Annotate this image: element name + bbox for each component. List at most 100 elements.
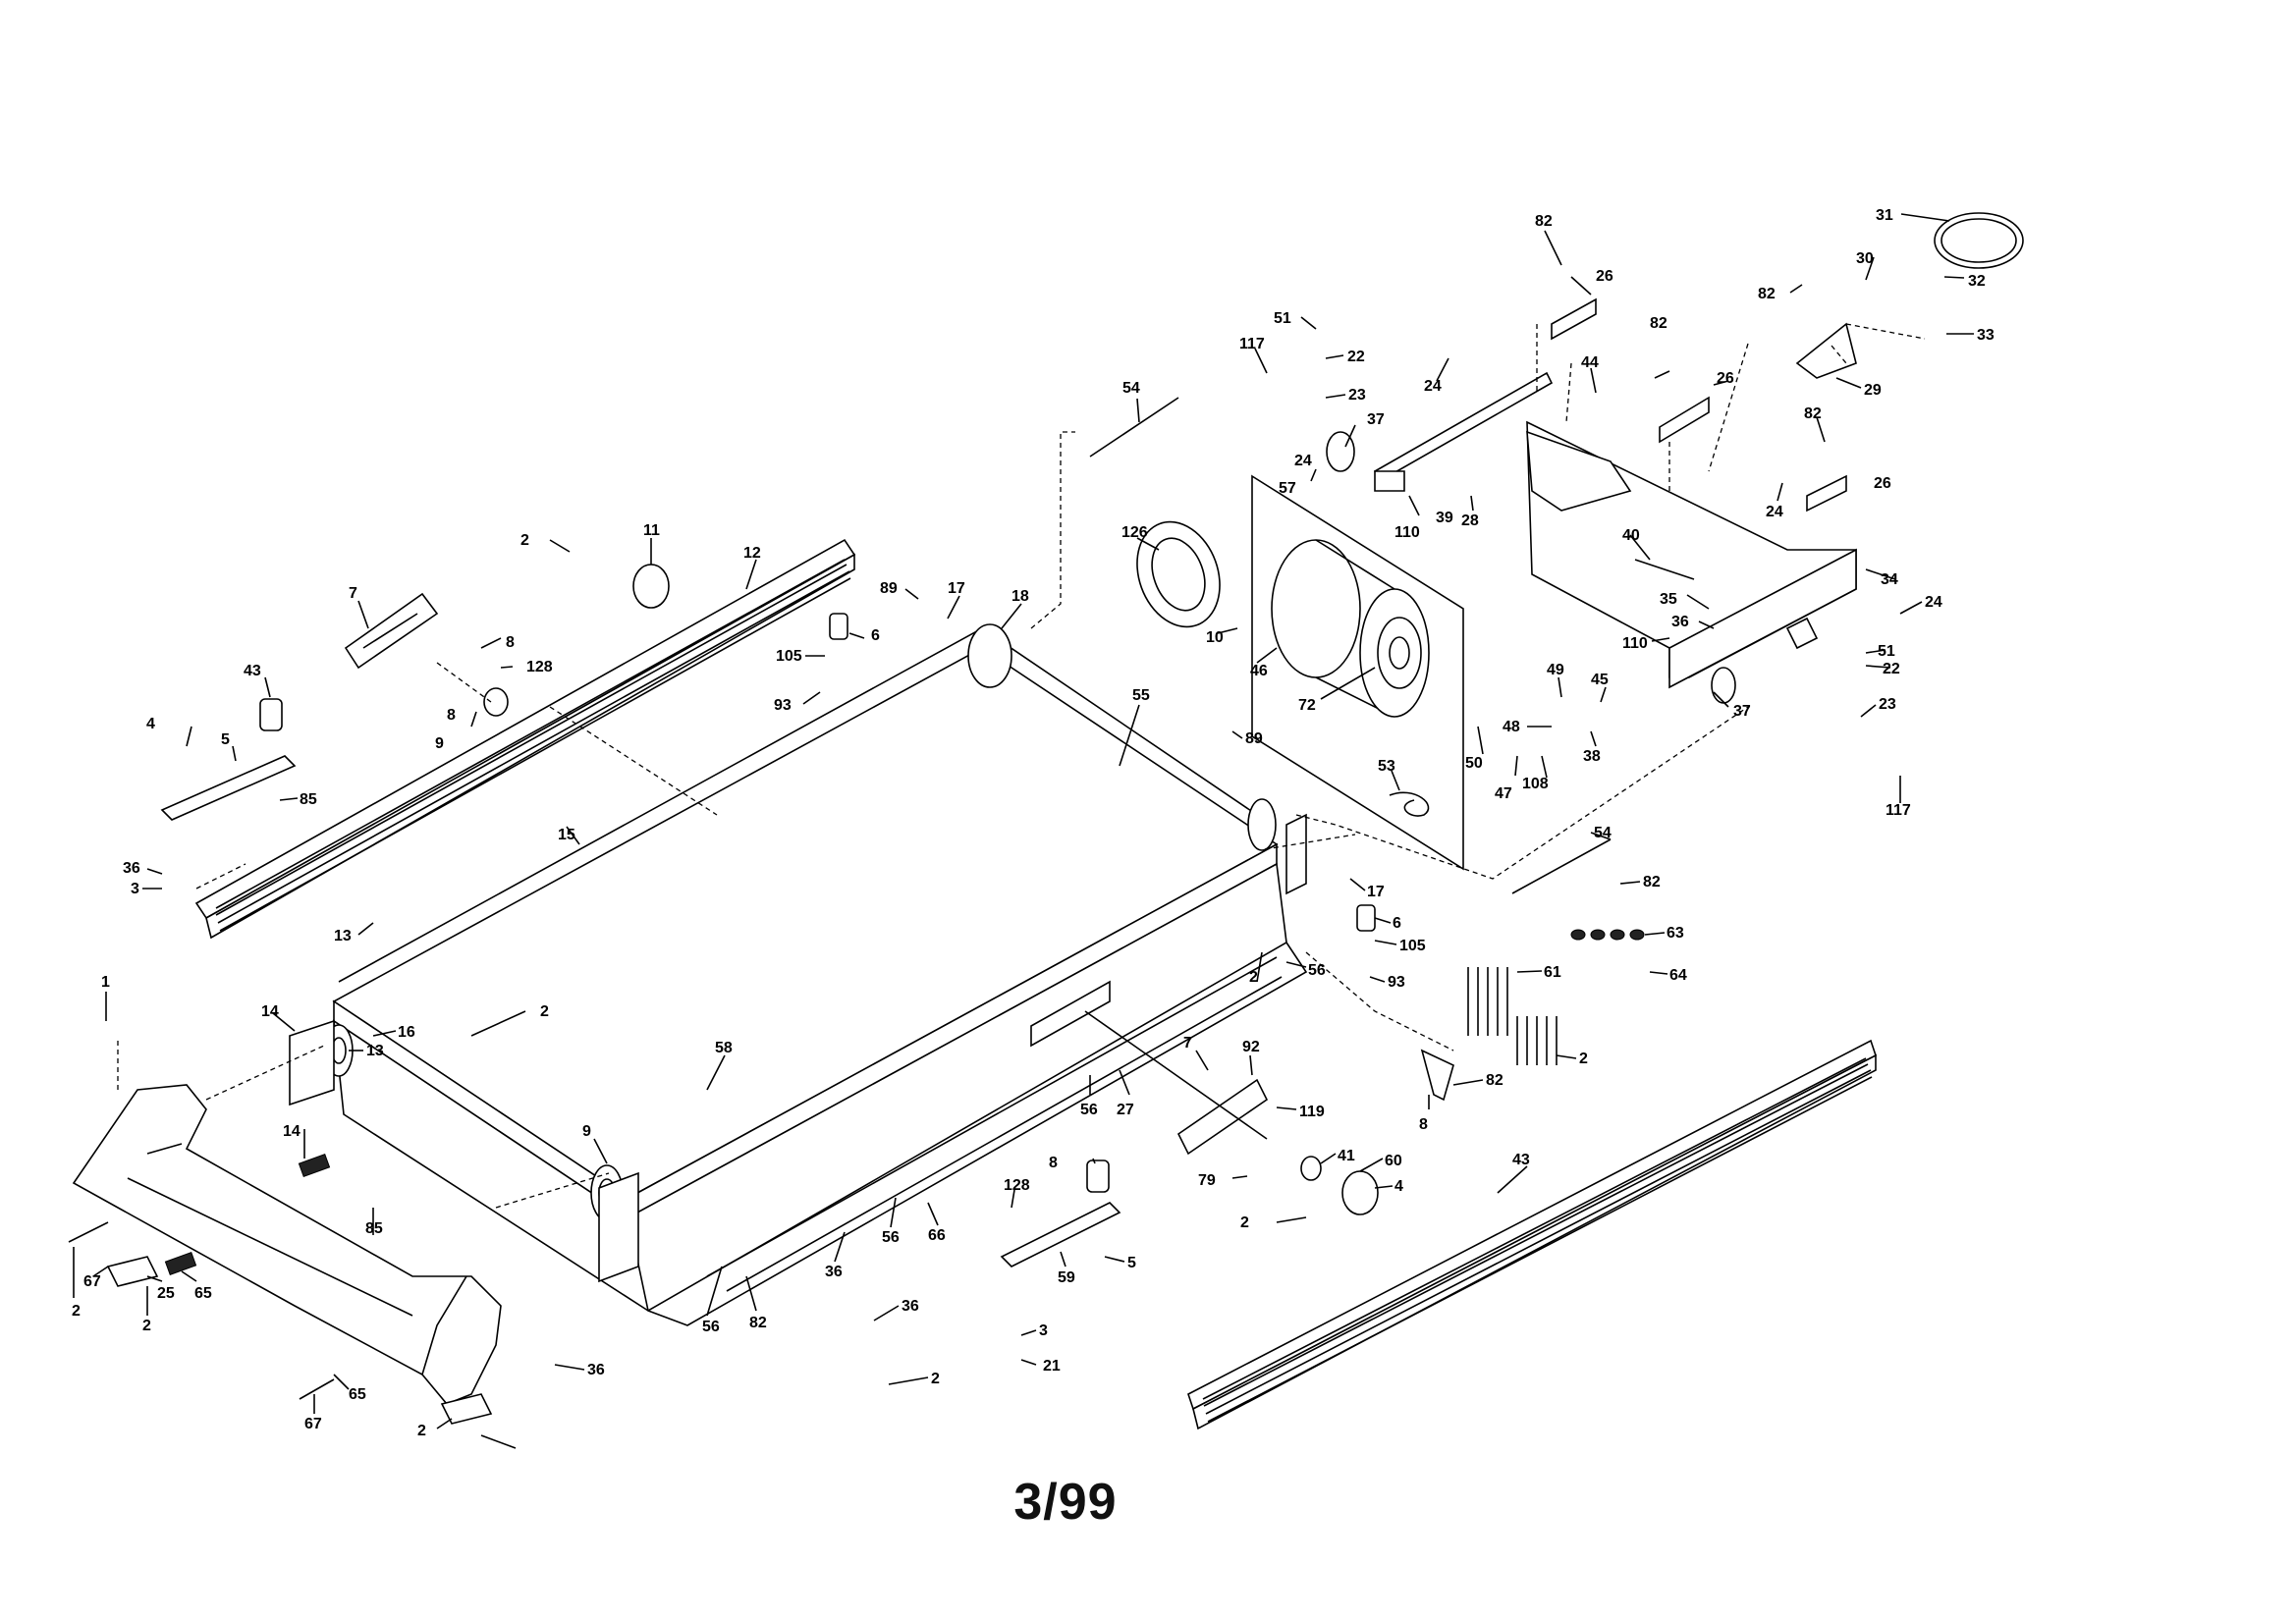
- part-label: 5: [1127, 1255, 1136, 1271]
- leader-lines: [73, 213, 1974, 1449]
- part-label: 7: [1183, 1035, 1192, 1052]
- part-label: 82: [1535, 213, 1553, 230]
- part-label: 24: [1766, 504, 1783, 520]
- part-label: 2: [142, 1318, 151, 1334]
- part-label: 82: [1804, 405, 1822, 422]
- part-labels: 82 26 31 30 82 32 33 29 51 22 117 23 24 …: [72, 207, 1995, 1439]
- part-label: 79: [1198, 1172, 1216, 1189]
- part-label: 82: [1650, 315, 1667, 332]
- part-label: 6: [871, 627, 880, 644]
- part-label: 2: [540, 1003, 549, 1020]
- part-label: 32: [1968, 273, 1986, 290]
- part-label: 11: [643, 522, 660, 539]
- part-label: 82: [1643, 874, 1661, 890]
- part-label: 110: [1622, 635, 1648, 652]
- left-side-rail: [194, 538, 856, 940]
- part-label: 93: [774, 697, 792, 714]
- part-label: 65: [349, 1386, 366, 1403]
- part-label: 43: [1512, 1152, 1530, 1168]
- part-label: 108: [1522, 776, 1549, 792]
- assembly-guide-lines: [117, 323, 1926, 1209]
- part-label: 54: [1594, 825, 1612, 841]
- part-label: 3: [131, 881, 139, 897]
- part-label: 119: [1299, 1104, 1325, 1120]
- part-label: 36: [1671, 614, 1689, 630]
- part-label: 53: [1378, 758, 1395, 775]
- part-label: 2: [72, 1303, 81, 1320]
- part-label: 51: [1878, 643, 1895, 660]
- part-label: 31: [1876, 207, 1893, 224]
- part-label: 16: [398, 1024, 415, 1041]
- part-label: 17: [1367, 884, 1385, 900]
- part-label: 26: [1596, 268, 1613, 285]
- part-label: 51: [1274, 310, 1291, 327]
- part-label: 50: [1465, 755, 1483, 772]
- part-label: 57: [1279, 480, 1296, 497]
- part-label: 2: [931, 1371, 940, 1387]
- part-label: 128: [526, 659, 553, 675]
- part-label: 9: [582, 1123, 591, 1140]
- part-label: 18: [1011, 588, 1029, 605]
- part-label: 110: [1394, 524, 1420, 541]
- part-label: 67: [83, 1273, 101, 1290]
- part-label: 33: [1977, 327, 1995, 344]
- part-label: 45: [1591, 672, 1609, 688]
- part-label: 35: [1660, 591, 1677, 608]
- part-label: 66: [928, 1227, 946, 1244]
- part-label: 60: [1385, 1153, 1402, 1169]
- part-label: 56: [1080, 1102, 1098, 1118]
- part-label: 24: [1294, 453, 1312, 469]
- part-label: 8: [506, 634, 515, 651]
- part-label: 27: [1117, 1102, 1134, 1118]
- part-label: 4: [1394, 1178, 1403, 1195]
- part-label: 43: [244, 663, 261, 679]
- part-label: 36: [587, 1362, 605, 1378]
- part-label: 25: [157, 1285, 175, 1302]
- part-label: 54: [1122, 380, 1140, 397]
- part-label: 26: [1717, 370, 1734, 387]
- part-label: 56: [702, 1319, 720, 1335]
- part-label: 63: [1667, 925, 1684, 942]
- part-label: 89: [880, 580, 898, 597]
- deck-frame: [289, 627, 1308, 1326]
- part-label: 36: [902, 1298, 919, 1315]
- part-label: 56: [1308, 962, 1326, 979]
- part-label: 3: [1039, 1322, 1048, 1339]
- date-code: 3/99: [1013, 1474, 1118, 1531]
- part-label: 55: [1132, 687, 1150, 704]
- part-label: 56: [882, 1229, 900, 1246]
- part-label: 93: [1388, 974, 1405, 991]
- part-label: 36: [825, 1264, 843, 1280]
- part-label: 92: [1242, 1039, 1260, 1055]
- part-label: 38: [1583, 748, 1601, 765]
- part-label: 1: [101, 974, 110, 991]
- small-parts: [68, 212, 2024, 1400]
- part-label: 117: [1239, 336, 1265, 352]
- part-label: 85: [300, 791, 317, 808]
- part-label: 5: [221, 731, 230, 748]
- part-label: 13: [334, 928, 352, 944]
- part-label: 46: [1250, 663, 1268, 679]
- part-label: 2: [520, 532, 529, 549]
- part-label: 13: [366, 1043, 384, 1059]
- part-label: 41: [1338, 1148, 1355, 1164]
- part-label: 65: [194, 1285, 212, 1302]
- part-label: 82: [1758, 286, 1776, 302]
- part-label: 8: [1049, 1155, 1058, 1171]
- part-label: 15: [558, 827, 575, 843]
- part-label: 26: [1874, 475, 1891, 492]
- part-label: 128: [1004, 1177, 1030, 1194]
- part-label: 67: [304, 1416, 322, 1432]
- part-label: 9: [435, 735, 444, 752]
- part-label: 85: [365, 1220, 383, 1237]
- part-label: 34: [1881, 571, 1898, 588]
- part-label: 10: [1206, 629, 1224, 646]
- part-label: 126: [1121, 524, 1148, 541]
- part-label: 82: [1486, 1072, 1503, 1089]
- part-label: 7: [349, 585, 357, 602]
- part-label: 47: [1495, 785, 1512, 802]
- part-label: 4: [146, 716, 155, 732]
- part-label: 64: [1669, 967, 1687, 984]
- front-hood: [72, 1084, 502, 1425]
- part-label: 39: [1436, 510, 1453, 526]
